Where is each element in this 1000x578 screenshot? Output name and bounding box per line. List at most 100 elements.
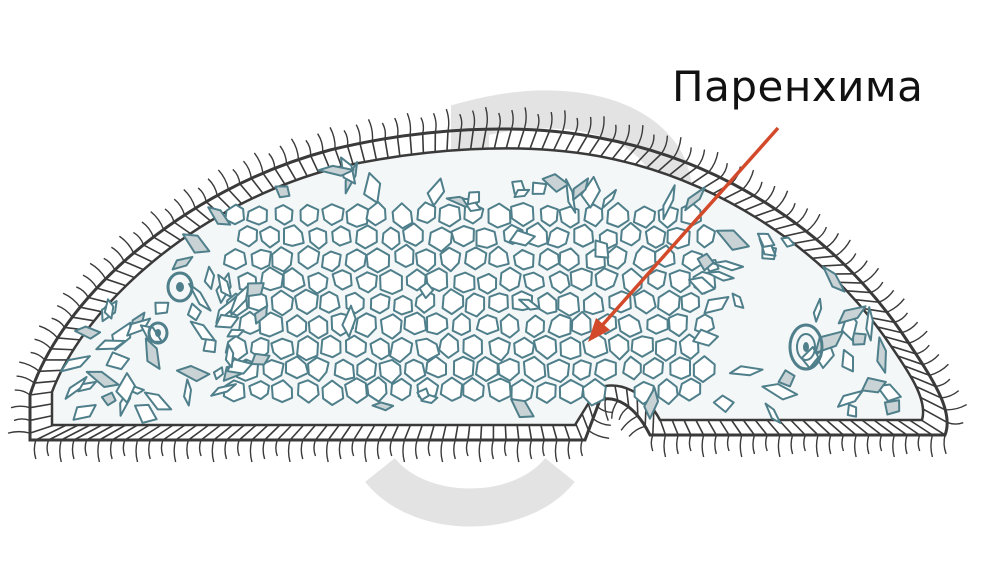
cilium	[621, 416, 638, 430]
cilium	[697, 150, 704, 167]
epithelium-segment	[74, 425, 102, 440]
cilium	[11, 406, 30, 408]
epithelium-segment	[447, 131, 448, 151]
cilium	[936, 379, 950, 386]
epithelium-segment	[921, 420, 945, 435]
epithelium-segment	[404, 425, 410, 440]
cilium	[829, 435, 831, 454]
cilium	[446, 109, 448, 131]
cilium	[517, 440, 519, 462]
epithelium-segment	[803, 248, 826, 251]
epithelium-segment	[691, 172, 708, 184]
epithelium-segment	[874, 420, 895, 435]
parenchyma-cell	[548, 360, 570, 382]
epithelium-segment	[39, 370, 61, 371]
cilium	[291, 139, 298, 160]
cilium	[149, 440, 151, 459]
cilium	[212, 440, 214, 462]
cilium	[395, 118, 398, 137]
cilium	[76, 287, 88, 298]
cilium	[543, 440, 545, 456]
cilium	[753, 435, 755, 454]
cilium	[923, 354, 939, 364]
parenchyma-cell	[477, 228, 497, 247]
parenchyma-cell	[252, 250, 271, 269]
cilium	[161, 440, 163, 456]
epithelium-segment	[518, 129, 524, 148]
epithelium-segment	[87, 425, 114, 440]
cilium	[174, 440, 176, 462]
epithelium-segment	[838, 282, 862, 283]
cilium	[421, 118, 424, 134]
cilium	[382, 123, 385, 139]
cilium	[276, 440, 278, 456]
epithelium-segment	[481, 425, 482, 440]
cilium	[855, 435, 857, 457]
cilium	[60, 440, 62, 462]
cilium	[754, 182, 762, 196]
cilium	[72, 440, 74, 459]
epithelium-segment	[134, 253, 153, 262]
parenchyma-cell	[478, 274, 496, 294]
epithelium-segment	[185, 215, 201, 227]
epithelium-segment	[672, 420, 678, 435]
cilium	[685, 147, 691, 162]
cilium	[218, 170, 228, 190]
cilium	[31, 352, 45, 359]
cilium	[403, 440, 405, 462]
epithelium-segment	[696, 420, 704, 435]
cilium	[90, 263, 106, 279]
cilium	[339, 440, 341, 459]
epithelium-segment	[754, 209, 775, 216]
cilium	[709, 152, 718, 172]
cilium	[434, 113, 437, 132]
cilium	[612, 401, 618, 419]
cilium	[862, 268, 878, 283]
cilium	[85, 440, 87, 456]
epithelium-segment	[755, 420, 767, 435]
epithelium-segment	[794, 239, 817, 243]
parenchyma-cell	[332, 226, 351, 245]
epithelium-segment	[125, 425, 150, 440]
epithelium-segment	[734, 196, 754, 205]
cilium	[689, 435, 691, 451]
parenchyma-cell	[514, 250, 534, 270]
epithelium-segment	[397, 137, 399, 156]
epithelium-segment	[443, 425, 446, 440]
epithelium-segment	[115, 270, 135, 278]
parenchyma-cell	[454, 357, 474, 380]
epithelium-segment	[731, 420, 741, 435]
epithelium-segment	[251, 178, 263, 193]
epithelium-segment	[803, 420, 818, 435]
epithelium-segment	[80, 307, 102, 311]
cilium	[151, 212, 164, 230]
cilium	[806, 214, 820, 231]
epithelium-segment	[163, 425, 185, 440]
parenchyma-cell	[320, 292, 340, 313]
epithelium-segment	[188, 425, 208, 440]
parenchyma-cell	[276, 205, 293, 225]
parenchyma-cell	[489, 293, 508, 312]
cilium	[63, 293, 80, 307]
cilium	[909, 331, 927, 343]
cilium	[629, 426, 645, 436]
epithelium-segment	[153, 237, 171, 247]
epithelium-segment	[299, 160, 308, 177]
cilium	[835, 240, 850, 256]
epithelium-segment	[923, 409, 947, 422]
epithelium-segment	[150, 425, 173, 440]
cilium	[34, 440, 36, 459]
epithelium-segment	[423, 134, 424, 154]
epithelium-segment	[106, 279, 126, 286]
epithelium-segment	[61, 425, 90, 440]
cilium	[142, 222, 154, 237]
cilium	[605, 399, 608, 421]
cilium	[8, 432, 30, 434]
epithelium-segment	[34, 381, 56, 383]
epithelium-segment	[354, 425, 363, 440]
epithelium-segment	[791, 420, 806, 435]
cilium	[352, 440, 354, 456]
epithelium-segment	[372, 141, 376, 160]
epithelium-segment	[909, 420, 932, 435]
